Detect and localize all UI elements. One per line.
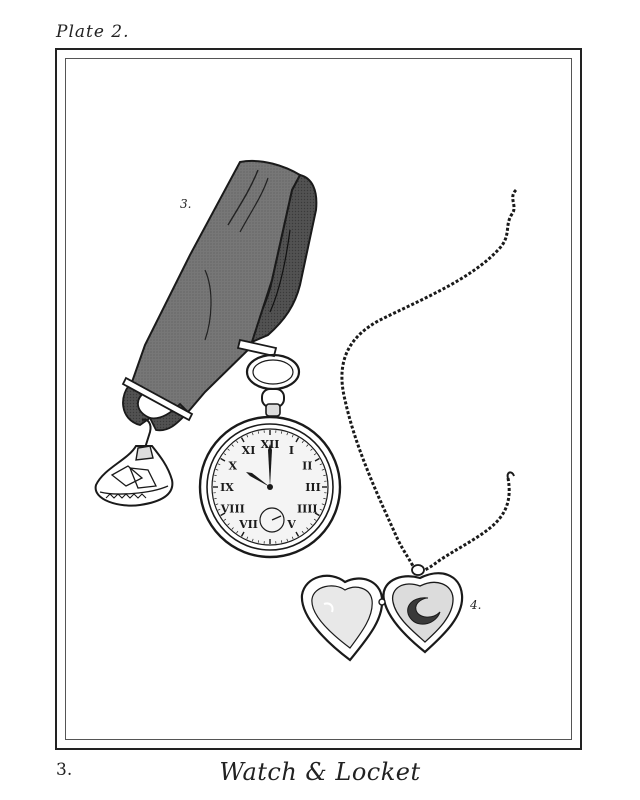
- watch-tick: [214, 474, 217, 477]
- watch-tick: [310, 448, 313, 451]
- watch-tick: [246, 536, 249, 540]
- watch-tick: [314, 457, 320, 462]
- watch-tick: [231, 444, 234, 447]
- watch-tick: [321, 503, 325, 505]
- watch-tick: [220, 512, 226, 517]
- watch-tick: [240, 531, 245, 537]
- watch-tick: [217, 508, 221, 511]
- watch-tick: [246, 434, 249, 438]
- page-number: 3.: [56, 760, 73, 780]
- watch-tick: [286, 432, 288, 436]
- watch-numeral: V: [286, 518, 296, 531]
- watch-hour-hand: [246, 472, 270, 487]
- locket-item-number: 4.: [470, 598, 482, 612]
- watch-minute-hand: [268, 444, 272, 487]
- watch-tick: [231, 527, 234, 530]
- watch-tick: [257, 540, 260, 543]
- watch-tick: [286, 538, 288, 542]
- watch-item-number: 3.: [180, 197, 192, 211]
- watch-fob-ribbon: [121, 159, 318, 432]
- watch-tick: [319, 463, 323, 466]
- watch-tick: [252, 432, 254, 436]
- seal-fob: [94, 418, 174, 507]
- plate-caption: Watch & Locket: [219, 758, 421, 786]
- watch-tick: [323, 474, 326, 477]
- watch-tick: [214, 497, 217, 500]
- watch-numeral: III: [305, 481, 320, 494]
- watch-tick: [240, 437, 245, 443]
- watch-tick: [227, 448, 230, 451]
- watch-tick: [280, 431, 283, 434]
- watch-tick: [295, 531, 300, 537]
- watch-numeral: II: [302, 460, 312, 473]
- watch-numeral: X: [228, 460, 237, 473]
- watch-tick: [257, 431, 260, 434]
- watch-tick: [220, 457, 226, 462]
- watch-tick: [280, 540, 283, 543]
- watch-numeral: IIII: [297, 503, 318, 516]
- watch-bow: [245, 353, 301, 417]
- watch-tick: [314, 512, 320, 517]
- watch-tick: [223, 518, 227, 521]
- watch-tick: [291, 536, 294, 540]
- watch-tick: [215, 503, 219, 505]
- watch-tick: [215, 469, 219, 471]
- watch-tick: [313, 453, 317, 456]
- watch-tick: [319, 508, 323, 511]
- watch-tick: [223, 453, 227, 456]
- watch-tick: [295, 437, 300, 443]
- watch-numeral: XI: [242, 444, 256, 457]
- plate-label: Plate 2.: [56, 22, 130, 42]
- plate-frame-outer: [55, 48, 582, 750]
- watch-tick: [301, 530, 304, 534]
- watch-tick: [236, 440, 239, 444]
- watch-tick: [236, 530, 239, 534]
- plate-frame-inner: [65, 58, 572, 740]
- locket-chain: [340, 188, 518, 574]
- watch-tick: [323, 497, 326, 500]
- watch-tick: [306, 527, 309, 530]
- watch-tick: [291, 434, 294, 438]
- watch-numeral: VII: [238, 518, 258, 531]
- watch-tick: [217, 463, 221, 466]
- watch-tick: [310, 523, 313, 526]
- watch-numeral: IX: [220, 481, 234, 494]
- watch-tick: [301, 440, 304, 444]
- watch-tick: [313, 518, 317, 521]
- watch-tick: [321, 469, 325, 471]
- watch-tick: [227, 523, 230, 526]
- watch-minute-ticks: [213, 430, 327, 544]
- watch-numeral: VIII: [220, 503, 245, 516]
- watch-tick: [252, 538, 254, 542]
- watch-tick: [306, 444, 309, 447]
- heart-locket: [300, 564, 464, 662]
- pocket-watch: XIIIIIIIIIIIIVVIIVIIIIXXXI: [198, 415, 342, 559]
- watch-numerals: XIIIIIIIIIIIIVVIIVIIIIXXXI: [220, 438, 321, 531]
- watch-numeral: I: [289, 444, 294, 457]
